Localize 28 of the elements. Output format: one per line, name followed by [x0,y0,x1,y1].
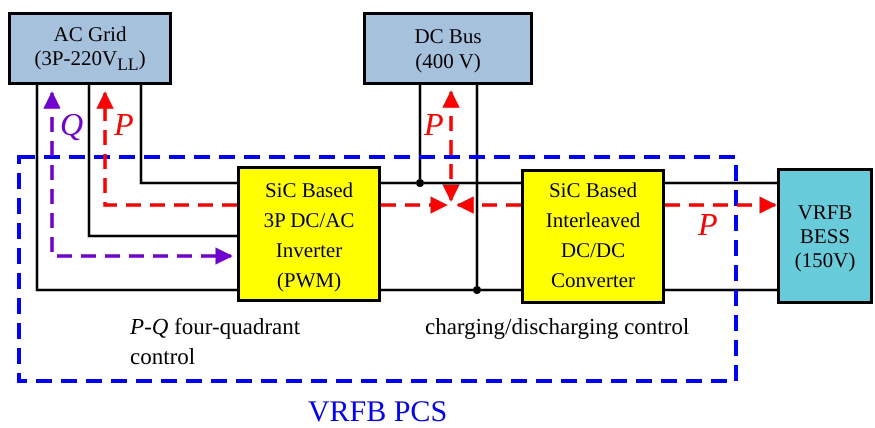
power-flow-arrow [665,196,777,214]
control-note: charging/discharging control [425,313,690,341]
converter-box: SiC Based Interleaved DC/DC Converter [521,169,665,304]
wire [418,85,422,179]
junction-dot [416,179,424,187]
source-box: DC Bus (400 V) [363,12,533,85]
power-flow-arrow [456,196,521,214]
edge-label: Q [60,108,84,140]
power-flow-arrow [381,196,448,214]
converter-box: SiC Based 3P DC/AC Inverter (PWM) [237,166,381,302]
power-flow-arrow [442,90,460,202]
wire [665,182,777,184]
power-flow-arrow [43,91,233,265]
power-flow-arrow [96,91,237,207]
wire [381,182,416,184]
group-title: VRFB PCS [306,395,448,428]
wire [424,182,521,184]
wire [88,85,237,238]
control-note: P-Q four-quadrant control [130,313,302,371]
wire [665,288,777,292]
source-box: AC Grid (3P-220V$_{LL}$) [8,12,172,85]
wire [140,85,237,184]
junction-dot [473,286,481,294]
wire [381,288,473,292]
wire [36,85,237,292]
wire [481,288,521,292]
wire [476,85,478,286]
battery-box: VRFB BESS (150V) [777,168,873,304]
